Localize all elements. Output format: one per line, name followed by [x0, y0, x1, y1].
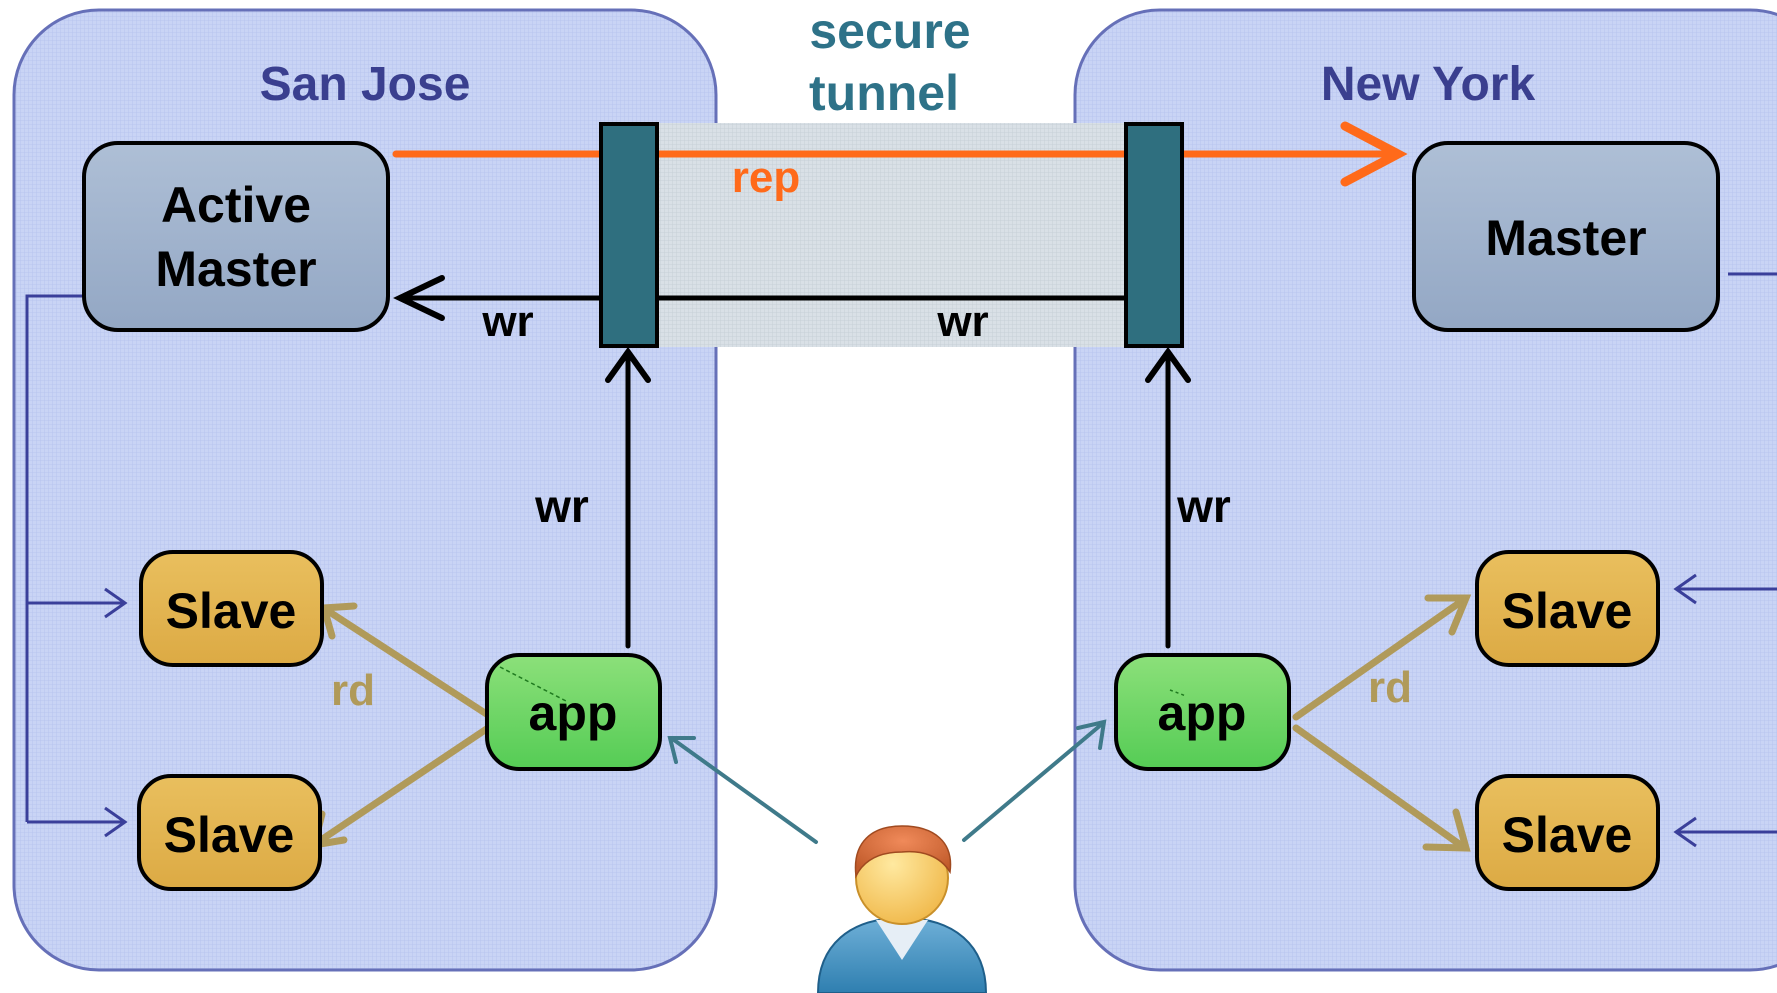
- secure-tunnel-band: [655, 123, 1125, 347]
- wr-to-active-master-arrow: [393, 275, 1138, 321]
- right-slave-top-label: Slave: [1502, 583, 1633, 639]
- right-app-wr-arrow: [1145, 346, 1191, 649]
- master-node: Master: [1412, 141, 1720, 332]
- active-master-node: Active Master: [82, 141, 390, 332]
- san-jose-gateway: [599, 122, 659, 348]
- left-app-wr-label: wr: [534, 480, 589, 532]
- left-slave-top: Slave: [139, 550, 324, 667]
- user-to-app-arrows: [667, 719, 1107, 844]
- right-slave-bottom-label: Slave: [1502, 807, 1633, 863]
- left-slave-bottom-label: Slave: [164, 807, 295, 863]
- left-slave-bottom: Slave: [137, 774, 322, 891]
- left-app-node: app: [485, 653, 662, 771]
- left-app-wr-arrow: [605, 346, 651, 649]
- right-replication-lines: [1673, 272, 1777, 848]
- right-app-node: app: [1114, 653, 1291, 771]
- wr-label-right: wr: [936, 297, 988, 346]
- right-slave-top: Slave: [1475, 550, 1660, 667]
- wr-label-left: wr: [481, 297, 533, 346]
- left-app-label: app: [529, 685, 618, 741]
- left-replication-lines: [25, 294, 128, 838]
- active-master-line1: Active: [161, 177, 311, 233]
- right-rd-label: rd: [1368, 663, 1412, 712]
- new-york-gateway: [1124, 122, 1184, 348]
- left-rd-label: rd: [331, 666, 375, 715]
- master-label: Master: [1485, 210, 1646, 266]
- right-rd-arrows: [1292, 594, 1472, 852]
- right-app-wr-label: wr: [1176, 480, 1231, 532]
- rep-label: rep: [732, 153, 800, 202]
- user-icon: [816, 825, 988, 993]
- tunnel-label-line2: tunnel: [809, 65, 959, 121]
- rep-arrow: [392, 121, 1408, 187]
- right-app-label: app: [1158, 685, 1247, 741]
- left-slave-top-label: Slave: [166, 583, 297, 639]
- san-jose-title: San Jose: [260, 58, 471, 111]
- active-master-line2: Master: [155, 241, 316, 297]
- right-slave-bottom: Slave: [1475, 774, 1660, 891]
- new-york-title: New York: [1321, 58, 1536, 111]
- tunnel-label-line1: secure: [809, 3, 970, 59]
